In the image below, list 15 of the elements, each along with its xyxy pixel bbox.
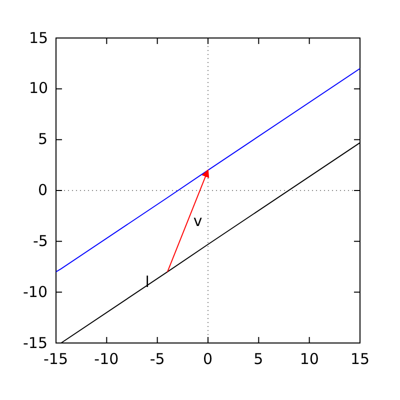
y-tick-label: -15 xyxy=(23,336,48,350)
y-tick-label: 15 xyxy=(29,30,48,46)
x-tick-label: -5 xyxy=(150,352,165,367)
y-tick-label: -10 xyxy=(23,284,48,300)
x-tick-label: 0 xyxy=(203,352,213,367)
y-tick-label: 10 xyxy=(29,81,48,96)
x-tick-label: -10 xyxy=(94,352,119,367)
y-tick-label: 0 xyxy=(38,183,48,198)
y-tick-label: -5 xyxy=(33,234,48,249)
x-tick-label: -15 xyxy=(44,352,68,367)
annotation-label: v xyxy=(193,214,202,228)
x-tick-label: 5 xyxy=(254,352,264,367)
x-tick-label: 10 xyxy=(300,352,319,367)
x-tick-label: 15 xyxy=(350,352,370,367)
y-tick-label: 5 xyxy=(38,132,48,148)
